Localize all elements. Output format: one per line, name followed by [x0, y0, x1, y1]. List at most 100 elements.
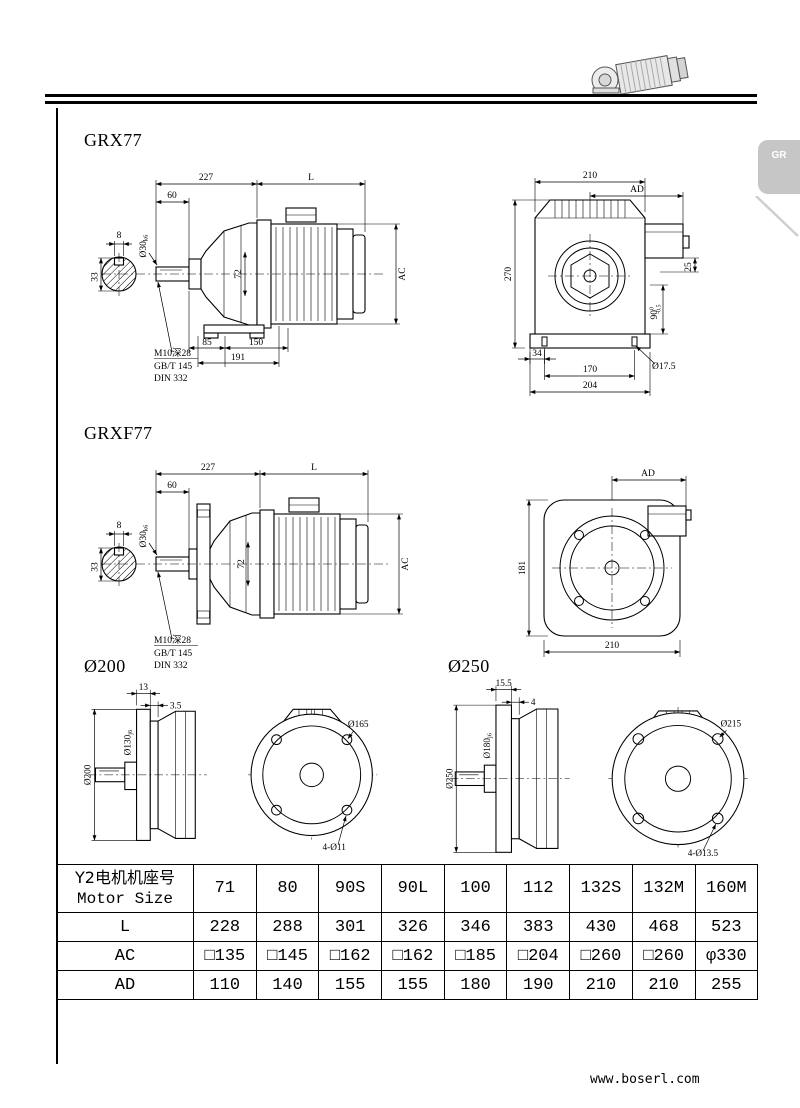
col-header: 80 — [255, 864, 320, 913]
table-row-AC: AC □135 □145 □162 □162 □185 □204 □260 □2… — [56, 941, 759, 971]
dim-90-tol: 900-0.5 — [650, 305, 663, 320]
cell: □162 — [318, 941, 383, 971]
cell: 326 — [381, 912, 445, 942]
row-label: AD — [56, 970, 194, 1000]
grx77-end-drawing: 210 AD 270 900-0.5 25 34 Ø17.5 170 204 — [504, 171, 699, 396]
flange-side-view: 13 3.5 Ø200 Ø130j6 — [84, 683, 208, 841]
cell: 523 — [694, 912, 759, 942]
motor-size-table: Y2电机机座号 Motor Size 71 80 90S 90L 100 112… — [56, 864, 759, 1000]
cell: 110 — [193, 970, 257, 1000]
cell: 210 — [569, 970, 633, 1000]
dim-key-height: 33 — [91, 562, 101, 572]
dim-spigot-dia: Ø180j6 — [482, 733, 493, 758]
dimensions: 227 L 60 8 33 Ø30k6 72 AC M10深28 GB/T 14… — [91, 463, 412, 671]
dim-25: 25 — [684, 262, 694, 272]
dim-bolt-span: 170 — [583, 365, 598, 375]
cell: φ330 — [694, 941, 759, 971]
left-border-line — [56, 108, 58, 1064]
dim-spigot-dia: Ø130j6 — [124, 730, 134, 756]
dim-holes: 4-Ø11 — [322, 843, 346, 853]
dim-hole: Ø17.5 — [652, 362, 676, 372]
flange250-drawing: 15.5 4 Ø250 Ø180j6 Ø215 4-Ø13.5 — [444, 678, 748, 858]
std-note-2: DIN 332 — [154, 661, 188, 671]
section-title-flange200: Ø200 — [84, 656, 126, 676]
std-note-1: GB/T 145 — [154, 362, 192, 372]
dim-hub: 72 — [234, 269, 244, 279]
table-row-AD: AD 110 140 155 155 180 190 210 210 255 — [56, 970, 759, 1000]
cell: □162 — [381, 941, 445, 971]
cell: 255 — [694, 970, 759, 1000]
flange-front-view: Ø215 4-Ø13.5 — [608, 707, 748, 858]
dim-thickness: 13 — [139, 683, 149, 693]
dim-key-height: 33 — [91, 272, 101, 282]
housing — [534, 199, 646, 335]
flange-front-view: Ø165 4-Ø11 — [248, 708, 378, 853]
dimensions: 210 AD 270 900-0.5 25 34 Ø17.5 170 204 — [504, 171, 699, 396]
dim-foot-c: 191 — [231, 353, 246, 363]
dim-foot-b: 150 — [249, 338, 264, 348]
dim-bolt-circle: Ø215 — [721, 718, 742, 728]
cell: □145 — [255, 941, 320, 971]
dim-holes: 4-Ø13.5 — [688, 848, 719, 858]
cell: 190 — [506, 970, 571, 1000]
table-header-motor-size: Y2电机机座号 Motor Size — [56, 864, 194, 913]
dim-width: 210 — [583, 171, 598, 181]
dim-spigot-depth: 3.5 — [170, 701, 182, 711]
col-header: 112 — [506, 864, 571, 913]
row-label: L — [56, 912, 194, 942]
tap-note: M10深28 — [154, 635, 191, 646]
col-header: 100 — [443, 864, 508, 913]
dim-total: 227 — [199, 173, 214, 183]
cell: □185 — [443, 941, 508, 971]
dim-base-width: 204 — [583, 381, 598, 391]
dimensions: AD 181 210 — [518, 469, 687, 657]
dim-bolt-circle: Ø165 — [348, 720, 369, 730]
gear-motor-photo — [591, 55, 689, 95]
cell: 288 — [255, 912, 320, 942]
flange-face — [559, 515, 665, 621]
website-url[interactable]: www.boserl.com — [590, 1072, 700, 1087]
header-en: Motor Size — [76, 889, 173, 908]
section-title-flange250: Ø250 — [448, 656, 490, 676]
dim-foot-a: 85 — [202, 338, 212, 348]
cell: 210 — [631, 970, 696, 1000]
header-cn: Y2电机机座号 — [75, 867, 175, 887]
cell: 180 — [443, 970, 508, 1000]
col-header: 90L — [381, 864, 445, 913]
tap-note: M10深28 — [154, 348, 191, 359]
dim-hub: 72 — [237, 559, 247, 569]
dim-shaft-dia: Ø30k6 — [139, 524, 150, 548]
grxf77-side-drawing: 227 L 60 8 33 Ø30k6 72 AC M10深28 GB/T 14… — [91, 463, 412, 671]
dim-key-width: 8 — [117, 231, 122, 241]
cell: □260 — [631, 941, 696, 971]
cell: 301 — [318, 912, 383, 942]
dim-motor-length: L — [311, 463, 317, 473]
dim-od: Ø200 — [84, 764, 94, 785]
col-header: 160M — [694, 864, 759, 913]
grx77-side-drawing: 227 L 60 8 33 Ø30k6 72 AC M10深28 GB/T 14… — [91, 173, 409, 384]
cell: 155 — [318, 970, 383, 1000]
side-tab[interactable]: GR — [758, 140, 800, 194]
flange-housing — [543, 499, 692, 637]
dim-shaft-length: 60 — [167, 191, 177, 201]
dim-height: 270 — [504, 267, 514, 282]
std-note-2: DIN 332 — [154, 374, 188, 384]
side-tab-label: GR — [771, 150, 787, 161]
foot-flange — [529, 333, 651, 349]
col-header: 90S — [318, 864, 383, 913]
table-row-L: L 228 288 301 326 346 383 430 468 523 — [56, 912, 759, 942]
dimensions: 227 L 60 8 33 Ø30k6 72 AC M10深28 GB/T 14… — [91, 173, 409, 384]
dim-box: AD — [630, 185, 644, 195]
dim-od: Ø250 — [444, 768, 454, 789]
flange200-drawing: 13 3.5 Ø200 Ø130j6 Ø165 4-Ø11 — [84, 683, 378, 853]
cell: □260 — [569, 941, 633, 971]
col-header: 132S — [569, 864, 633, 913]
section-title-grxf77: GRXF77 — [84, 423, 153, 443]
dim-shaft-dia: Ø30k6 — [139, 234, 150, 258]
dim-motor-length: L — [308, 173, 314, 183]
dim-motor-dia: AC — [398, 267, 408, 280]
table-header-row: Y2电机机座号 Motor Size 71 80 90S 90L 100 112… — [56, 864, 759, 913]
dim-key-width: 8 — [117, 521, 122, 531]
flange-side-view: 15.5 4 Ø250 Ø180j6 — [444, 678, 570, 853]
